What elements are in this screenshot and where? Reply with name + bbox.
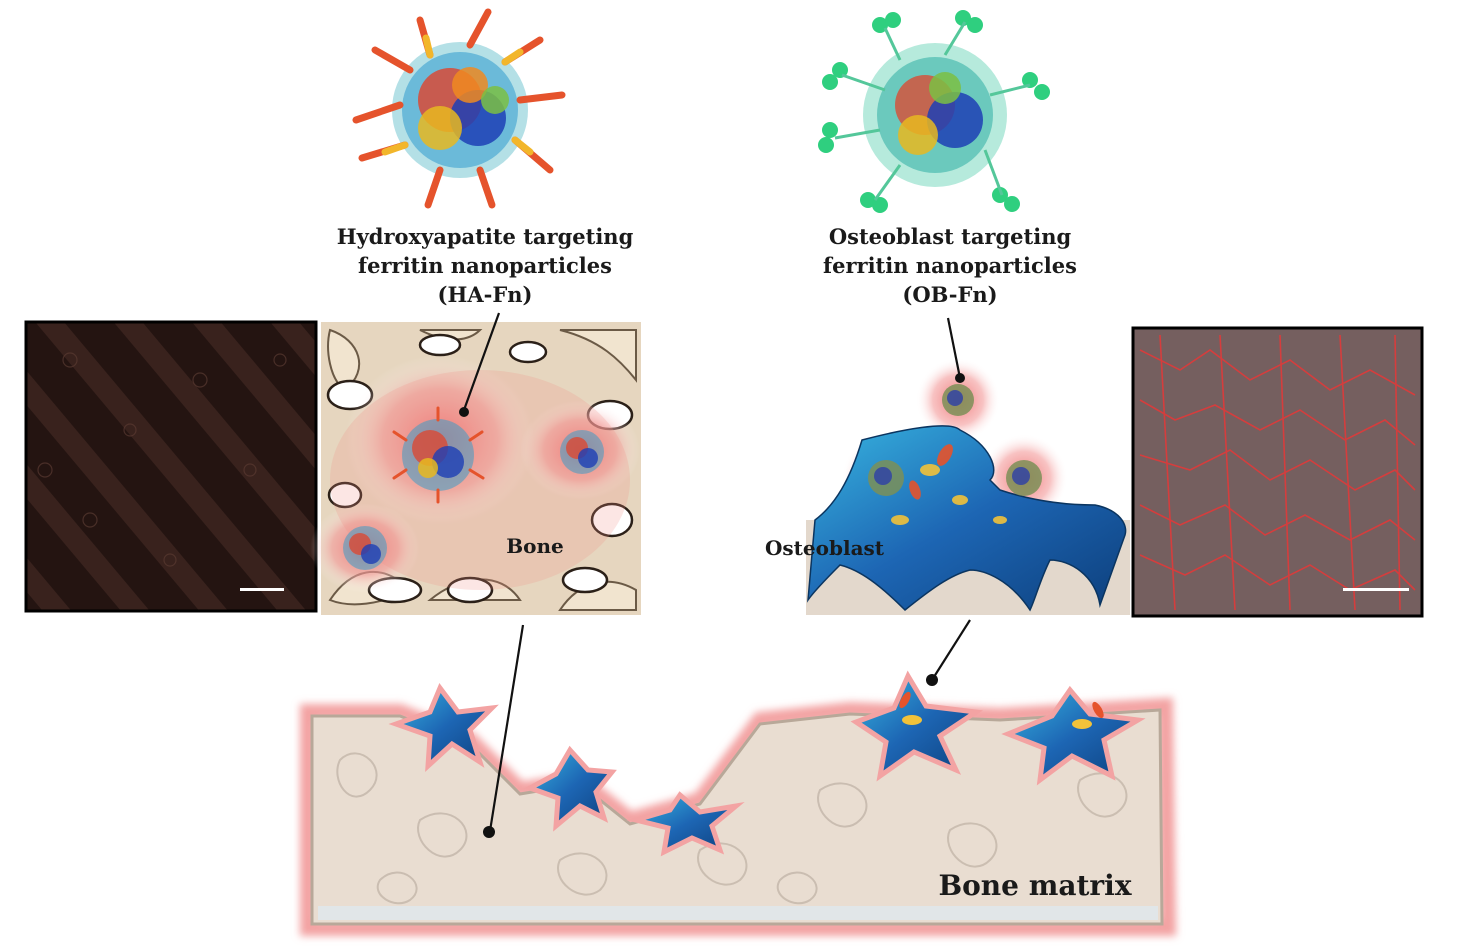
- bone-label: Bone: [506, 534, 564, 558]
- ferritin-nanoparticle-icon: [392, 406, 485, 504]
- ferritin-nanoparticle-icon: [1006, 460, 1042, 496]
- osteoblast-cell-icon: [523, 745, 617, 832]
- bone-matrix-label: Bone matrix: [938, 869, 1132, 902]
- osteoblast-label: Osteoblast: [765, 536, 885, 560]
- scale-bar: [240, 588, 284, 591]
- ha-fn-label-line3: (HA-Fn): [437, 282, 533, 307]
- bone-surface-panel: [310, 322, 641, 615]
- ha-fn-label-line2: ferritin nanoparticles: [358, 253, 612, 278]
- osteoblast-cell-icon: [626, 791, 745, 857]
- ob-fn-microscopy-image: [1131, 326, 1424, 618]
- ferritin-nanoparticle-icon: [343, 526, 387, 570]
- ob-fn-label-line3: (OB-Fn): [902, 282, 998, 307]
- ob-fn-label-line1: Osteoblast targeting: [828, 224, 1072, 249]
- ha-fn-nanoparticle-icon: [352, 8, 566, 209]
- ferritin-nanoparticle-icon: [868, 460, 904, 496]
- scale-bar: [1343, 588, 1409, 591]
- ob-fn-nanoparticle-icon: [818, 10, 1050, 213]
- ha-fn-microscopy-image: [24, 320, 318, 613]
- osteoblast-cell-icon: [1001, 685, 1146, 786]
- osteoblast-cell-icon: [850, 670, 984, 782]
- ferritin-nanoparticle-icon: [560, 430, 604, 474]
- osteoblast-cell-icon: [388, 683, 499, 773]
- ob-fn-label-line2: ferritin nanoparticles: [823, 253, 1077, 278]
- ob-fn-label: Osteoblast targeting ferritin nanopartic…: [800, 222, 1100, 309]
- osteoblast-panel: [806, 358, 1130, 615]
- connector-lines: [462, 312, 971, 832]
- ha-fn-label-line1: Hydroxyapatite targeting: [336, 224, 634, 249]
- ferritin-nanoparticle-icon: [942, 384, 974, 416]
- ha-fn-label: Hydroxyapatite targeting ferritin nanopa…: [335, 222, 635, 309]
